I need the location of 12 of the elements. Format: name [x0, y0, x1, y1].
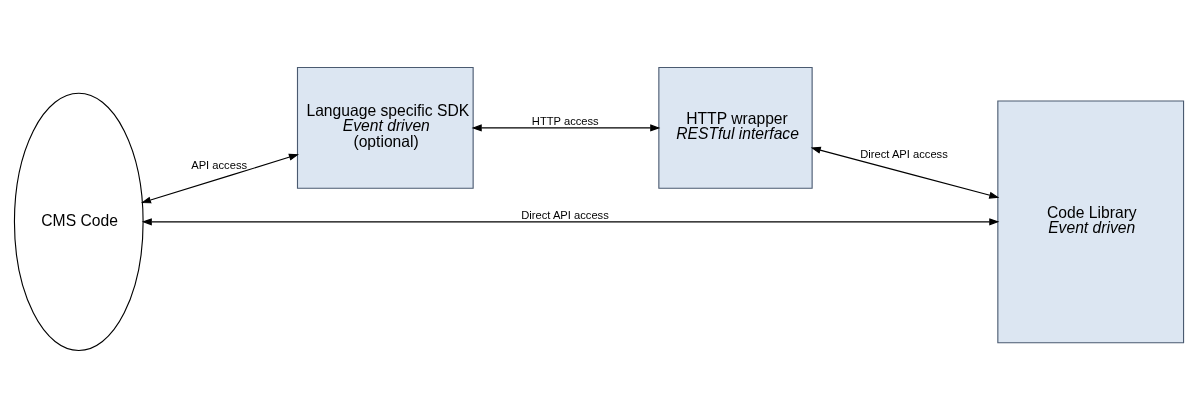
arrow: [810, 146, 1000, 199]
node-box: Code Library Event driven: [997, 100, 1185, 343]
edge-label: API access: [191, 158, 248, 171]
arrow: [141, 217, 1000, 225]
edge-label: Direct API access: [860, 147, 948, 160]
arrow: [471, 123, 661, 131]
edge-label: Direct API access: [521, 208, 609, 221]
node-box: HTTP wrapper RESTful interface: [658, 66, 813, 189]
edge-label: HTTP access: [531, 114, 599, 127]
arrow: [140, 153, 299, 203]
node-ellipse: CMS Code: [13, 92, 144, 351]
node-box: Language specific SDK Event driven (optional): [296, 66, 474, 189]
